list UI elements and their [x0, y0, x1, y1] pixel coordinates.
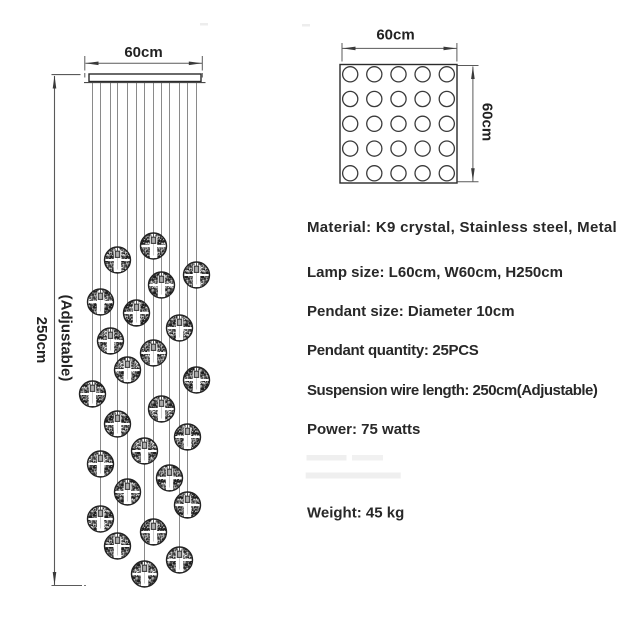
svg-text:Pendant quantity: 25PCS: Pendant quantity: 25PCS — [307, 342, 479, 359]
svg-text:Material: K9 crystal, Stainles: Material: K9 crystal, Stainless steel, M… — [307, 219, 617, 236]
svg-text:Suspension wire length: 250cm(: Suspension wire length: 250cm(Adjustable… — [307, 382, 598, 399]
svg-text:(Adjustable): (Adjustable) — [58, 295, 75, 382]
svg-text:Power: 75 watts: Power: 75 watts — [307, 421, 420, 438]
svg-text:Lamp size: L60cm, W60cm, H250c: Lamp size: L60cm, W60cm, H250cm — [307, 264, 563, 281]
svg-text:60cm: 60cm — [376, 27, 414, 44]
svg-text:60cm: 60cm — [479, 103, 496, 141]
svg-text:60cm: 60cm — [124, 44, 162, 61]
svg-text:Pendant size: Diameter 10cm: Pendant size: Diameter 10cm — [307, 303, 515, 320]
svg-text:250cm: 250cm — [33, 317, 50, 364]
svg-text:Weight: 45 kg: Weight: 45 kg — [307, 505, 404, 522]
